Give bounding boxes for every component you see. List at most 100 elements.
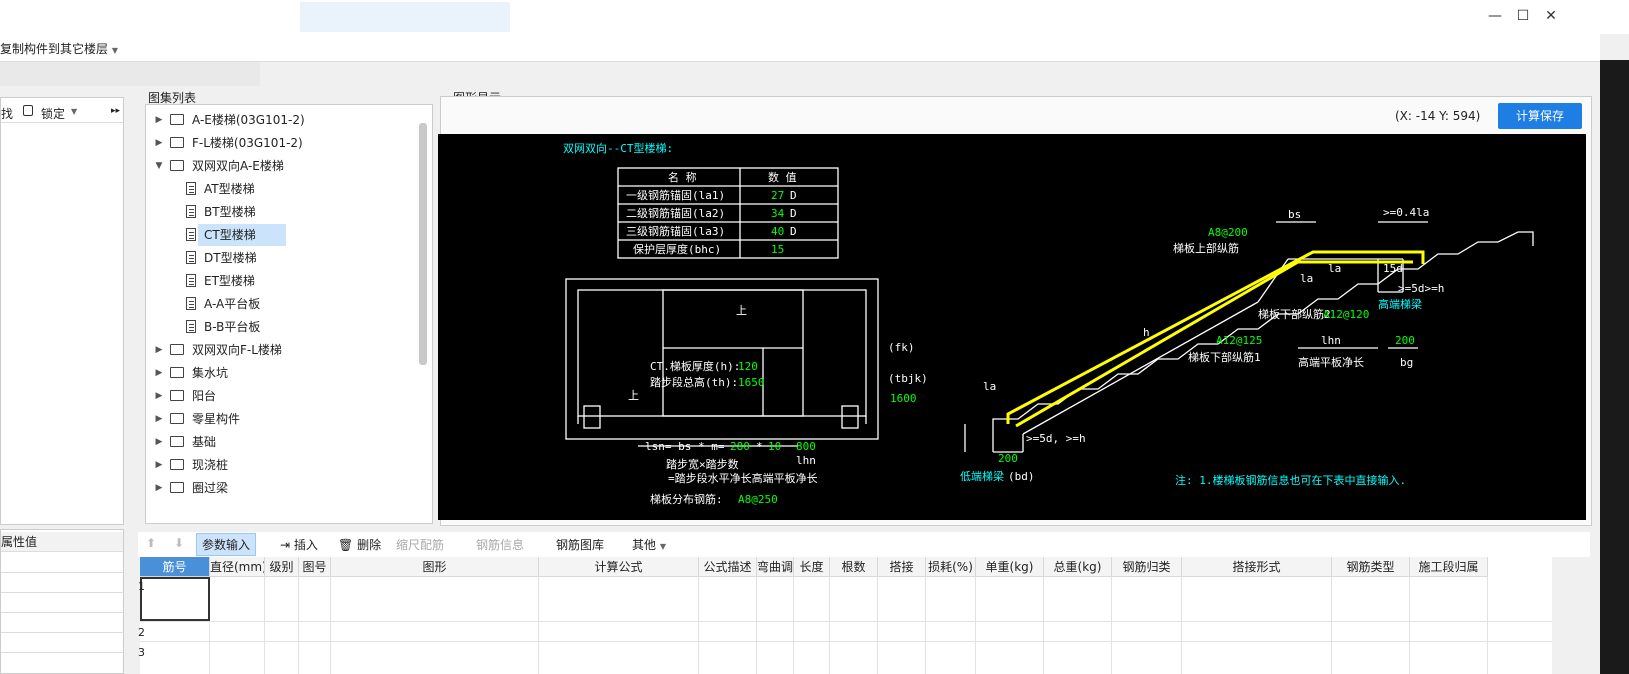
bs-dim: bs [1288,208,1301,221]
grid-header-cell[interactable]: 钢筋归类 [1112,557,1182,577]
expand-icon[interactable]: ▸▸ [111,106,121,116]
grid-header-cell[interactable]: 筋号 [140,557,210,577]
grid-column [926,577,976,674]
tree-item-label: A-E楼梯(03G101-2) [192,113,305,127]
tree-item-label: 阳台 [192,389,217,403]
scale-label: 缩尺配筋 [396,538,445,552]
grid-header-cell[interactable]: 图号 [299,557,331,577]
param-input-label: 参数输入 [202,538,251,552]
chevron-down-icon: ▼ [111,46,118,55]
tree-item-label: CT型楼梯 [198,224,286,246]
copy-to-floor-button[interactable]: 复制构件到其它楼层 ▼ [0,40,118,57]
grid-header-cell[interactable]: 图形 [331,557,539,577]
tree-item-label: 零星构件 [192,412,241,426]
chevron-right-icon[interactable]: ▶ [155,460,163,470]
tbjk-value: 1600 [890,392,917,405]
rebar-info-button[interactable]: 钢筋信息 [476,536,524,553]
rebar-toolbar: ⬆ ⬇ 参数输入 ⇥ 插入 🗑 删除 缩尺配筋 钢筋信息 钢筋图库 其他 ▼ [138,532,1590,557]
la-dim: la [1300,272,1313,285]
document-icon [186,228,196,241]
active-cell[interactable] [140,577,210,621]
grid-header-cell[interactable]: 单重(kg) [976,557,1044,577]
document-icon [186,251,196,264]
rebar-library-button[interactable]: 钢筋图库 [556,536,604,553]
grid-header-cell[interactable]: 搭接形式 [1182,557,1332,577]
grid-column [699,577,757,674]
low-beam-label: 低端梯梁 [960,469,1004,483]
copy-label: 复制构件到其它楼层 [0,42,109,56]
find-label[interactable]: 找 [1,107,14,121]
lock-label[interactable]: 锁定 [41,107,66,121]
grid-header-cell[interactable]: 计算公式 [539,557,699,577]
grid-header-cell[interactable]: 长度 [794,557,830,577]
table-row-name: 保护层厚度(bhc) [633,242,721,256]
d15-dim: 15d [1383,262,1403,275]
chevron-right-icon[interactable]: ▶ [155,138,163,148]
rebar-grid[interactable]: 筋号直径(mm)级别图号图形计算公式公式描述弯曲调整长度根数搭接损耗(%)单重(… [140,557,1552,674]
tree-item-label: BT型楼梯 [204,205,256,219]
drawing-heading: 双网双向--CT型楼梯: [563,141,673,155]
folder-icon [170,367,184,378]
folder-icon [170,482,184,493]
d5h-dim: >=5d>=h [1398,282,1444,295]
grid-header-cell[interactable]: 施工段归属 [1410,557,1488,577]
top-dim: >=0.4la [1383,206,1429,219]
fk-label: (fk) [888,341,915,354]
grid-header-cell[interactable]: 级别 [265,557,299,577]
title-tab[interactable] [300,2,510,32]
grid-column [140,577,210,674]
delete-label: 删除 [357,538,382,552]
main-toolbar [0,34,1600,62]
grid-column [331,577,539,674]
chevron-right-icon[interactable]: ▶ [155,437,163,447]
move-up-icon[interactable]: ⬆ [146,536,157,550]
chevron-down-icon: ▼ [71,107,78,116]
close-button[interactable]: ✕ [1545,8,1557,24]
drawing-canvas[interactable]: 双网双向--CT型楼梯: 名 称 数 值 一级钢筋锚固(la1) 27 D 二级… [438,134,1586,520]
rebar-lib-label: 钢筋图库 [556,538,605,552]
grid-header-cell[interactable]: 直径(mm) [210,557,265,577]
minimize-button[interactable]: — [1488,8,1502,24]
chevron-right-icon[interactable]: ▶ [155,391,163,401]
times-sign: * [756,440,763,453]
grid-column [299,577,331,674]
param-input-button[interactable]: 参数输入 [196,533,257,556]
insert-button[interactable]: ⇥ 插入 [280,536,318,553]
tree-scrollbar[interactable] [419,123,427,365]
chevron-right-icon[interactable]: ▶ [155,414,163,424]
grid-header-cell[interactable]: 损耗(%) [926,557,976,577]
high-plate-label: 高端平板净长 [1298,355,1364,369]
scale-rebar-button[interactable]: 缩尺配筋 [396,536,444,553]
lower-rebar2-label: 梯板下部纵筋2 [1258,307,1331,321]
tree-item-label: DT型楼梯 [204,251,257,265]
grid-header-cell[interactable]: 钢筋类型 [1332,557,1410,577]
chevron-right-icon[interactable]: ▶ [155,368,163,378]
move-down-icon[interactable]: ⬇ [174,536,185,550]
chevron-right-icon[interactable]: ▶ [155,483,163,493]
delete-button[interactable]: 🗑 删除 [338,536,381,553]
coord-readout: (X: -14 Y: 594) [1395,109,1481,123]
chevron-right-icon[interactable]: ▶ [155,115,163,125]
document-icon [186,182,196,195]
thickness-value: 120 [738,360,758,373]
grid-header-cell[interactable]: 弯曲调整 [757,557,794,577]
grid-header-cell[interactable]: 总重(kg) [1044,557,1112,577]
insert-label: 插入 [293,538,318,552]
grid-header-cell[interactable]: 根数 [830,557,878,577]
table-row-value: 40 [771,225,784,238]
lock-icon [23,105,33,116]
trash-icon: 🗑 [338,538,358,552]
m-value: 10 [768,440,781,453]
lsn-label: lsn= bs * m= [645,440,725,453]
folder-icon [170,114,184,125]
grid-header-cell[interactable]: 搭接 [878,557,926,577]
lower-rebar1-label: 梯板下部纵筋1 [1188,350,1261,364]
maximize-button[interactable]: ☐ [1516,8,1530,24]
other-menu-button[interactable]: 其他 ▼ [632,536,666,553]
grid-column [1332,577,1410,674]
other-label: 其他 [632,538,657,552]
grid-header-cell[interactable]: 公式描述 [699,557,757,577]
chevron-right-icon[interactable]: ▶ [155,345,163,355]
chevron-down-icon[interactable]: ▼ [155,161,163,171]
calc-save-button[interactable]: 计算保存 [1498,103,1582,129]
